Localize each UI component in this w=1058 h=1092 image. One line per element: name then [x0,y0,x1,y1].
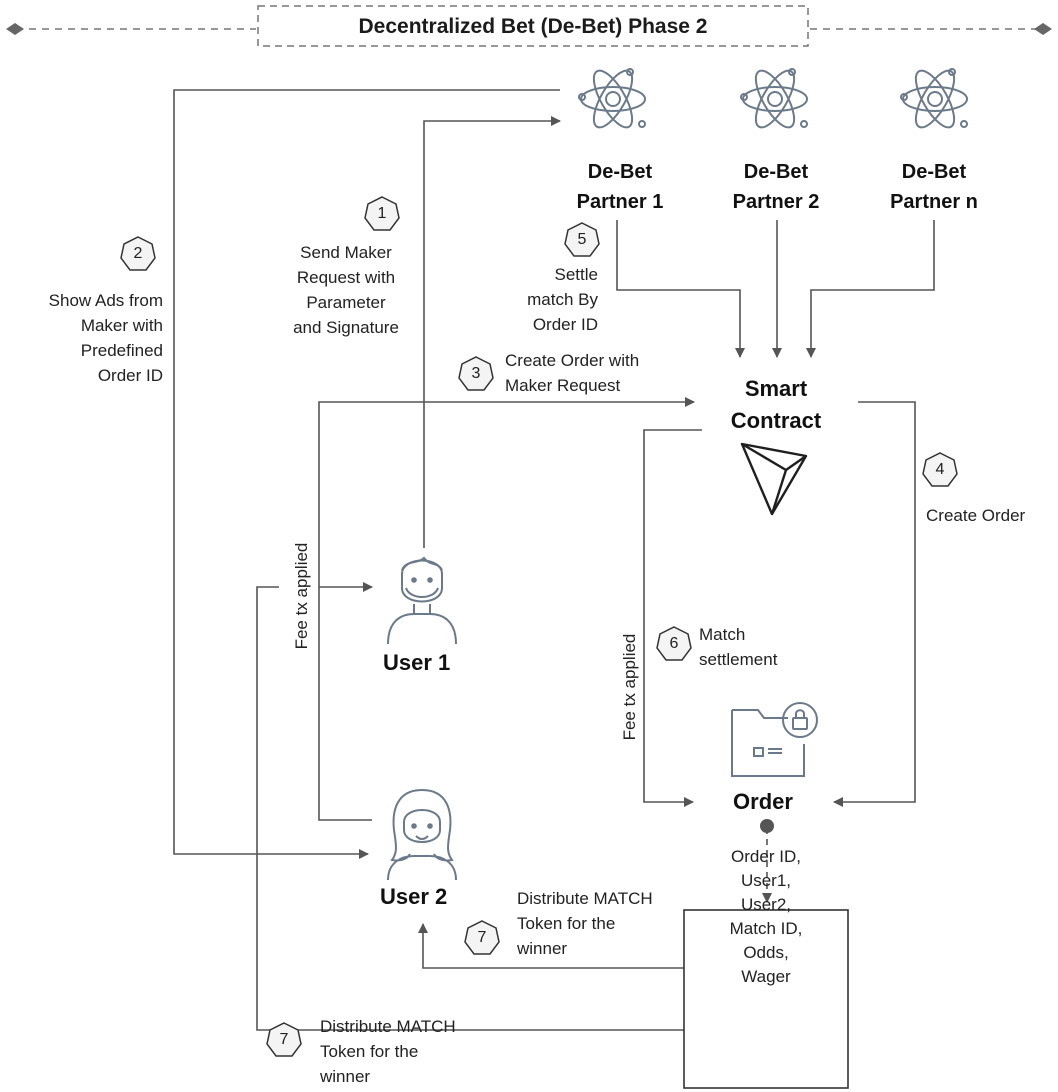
right-diamond-icon [1034,23,1052,35]
step-4-marker: 4 [922,452,958,488]
arrow-user1-to-partner1 [423,116,561,548]
step-5-marker: 5 [564,222,600,258]
left-diamond-icon [6,23,24,35]
arrow-details-to-user2 [418,923,684,969]
female-user-icon [387,789,457,881]
step-7-label-upper: Distribute MATCH Token for the winner [517,889,653,958]
partner-n-label: De-Bet Partner n [890,161,978,213]
tron-logo-icon [740,442,808,516]
diagram-title: Decentralized Bet (De-Bet) Phase 2 [358,15,708,38]
partner-2-atom-icon [740,68,808,129]
order-details-box [683,909,849,1089]
step-1-label: Send Maker Request with Parameter and Si… [293,243,399,337]
arrow-user2-to-smart-contract [318,397,695,821]
step-4-label: Create Order [926,506,1026,525]
partner-n-atom-icon [900,68,968,129]
step-1-marker: 1 [364,196,400,232]
step-7-marker-upper: 7 [464,920,500,956]
user-1-label: User 1 [383,650,451,675]
step-5-label: Settle match By Order ID [527,265,598,334]
step-7-marker-lower: 7 [266,1022,302,1058]
order-connector-dot [760,819,774,833]
male-user-icon [387,556,457,645]
order-details-text: Order ID, User1, User2, Match ID, Odds, … [729,847,803,986]
arrow-smart-contract-to-order-right [833,401,916,807]
fee-label-left: Fee tx applied [292,542,311,650]
smart-contract-label: Smart Contract [730,376,822,433]
arrow-details-to-user1 [256,586,684,1031]
step-7-label-lower: Distribute MATCH Token for the winner [320,1017,456,1086]
user-2-label: User 2 [380,884,448,909]
step-2-label: Show Ads from Maker with Predefined Orde… [48,291,163,385]
arrow-smart-contract-to-order-left [643,429,702,807]
locked-folder-icon [731,702,818,777]
fee-label-right: Fee tx applied [620,633,639,741]
title-frame [6,5,1052,47]
step-6-marker: 6 [656,626,692,662]
partner-1-atom-icon [578,68,646,129]
step-6-label: Match settlement [699,625,778,669]
order-label: Order [733,789,793,814]
partner-2-label: De-Bet Partner 2 [732,161,820,213]
arrow-partner1-to-user2 [173,89,560,859]
partner-1-label: De-Bet Partner 1 [576,161,664,213]
step-3-marker: 3 [458,356,494,392]
step-3-label: Create Order with Maker Request [505,351,640,395]
arrow-partner1-to-smart-contract [616,220,745,358]
arrow-partnern-to-smart-contract [806,220,935,358]
step-2-marker: 2 [120,236,156,272]
